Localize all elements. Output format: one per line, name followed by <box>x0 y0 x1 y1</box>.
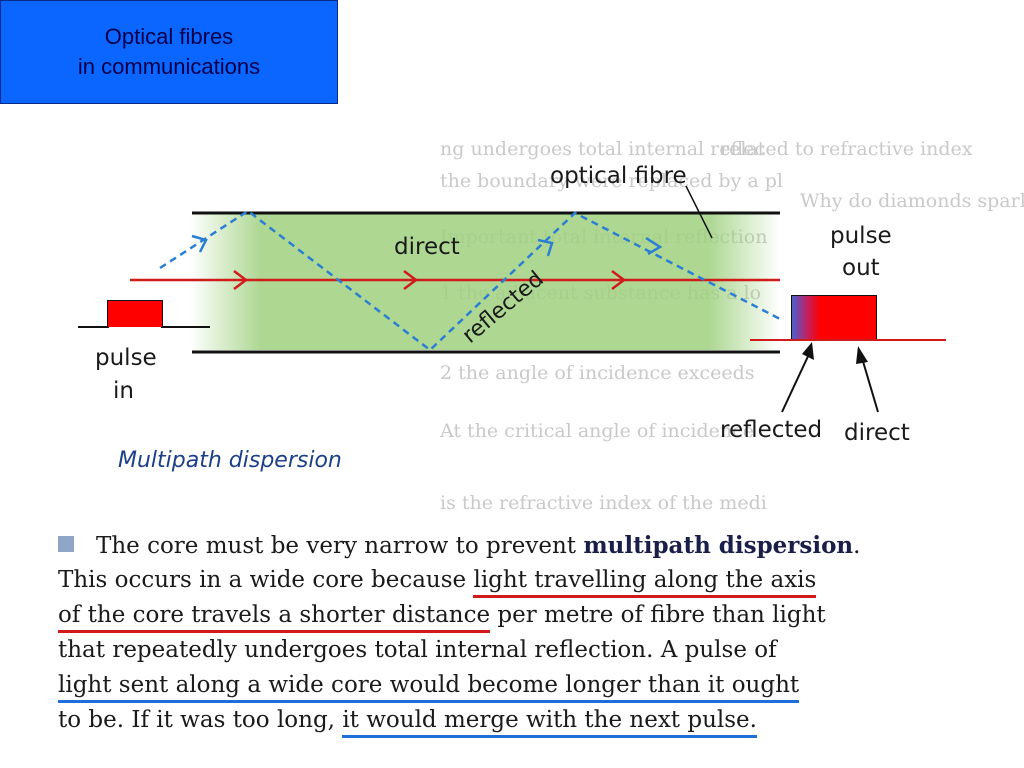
blue-underlined-text: it would merge with the next pulse. <box>342 707 757 738</box>
pulse-out-label-1: pulse <box>830 223 892 249</box>
explanation-paragraph: The core must be very narrow to prevent … <box>58 528 978 738</box>
text-line-2: This occurs in a wide core because light… <box>58 563 978 598</box>
text-line-3: of the core travels a shorter distance p… <box>58 598 978 633</box>
diagram-caption: Multipath dispersion <box>118 448 342 473</box>
direct-ray-label: direct <box>394 234 460 260</box>
optical-fibre-label: optical fibre <box>550 163 687 189</box>
pulse-in-label-2: in <box>113 378 134 404</box>
multipath-dispersion-diagram: optical fibre direct reflected pulse in … <box>78 163 946 473</box>
text-line-5: light sent along a wide core would becom… <box>58 668 978 703</box>
bullet-square-icon <box>58 536 74 552</box>
pulse-in-waveform <box>78 300 210 328</box>
direct-arrow <box>856 346 879 413</box>
pulse-out-label-2: out <box>842 255 880 281</box>
reflected-arrow <box>781 342 814 413</box>
text-line-1: The core must be very narrow to prevent … <box>58 528 978 563</box>
text-line-4: that repeatedly undergoes total internal… <box>58 637 777 663</box>
reflected-arrow-label: reflected <box>720 417 822 443</box>
blue-underlined-text: light sent along a wide core would becom… <box>58 672 800 703</box>
multipath-dispersion-term: multipath dispersion <box>583 532 854 559</box>
red-underlined-text: of the core travels a shorter distance <box>58 602 491 633</box>
direct-arrow-label: direct <box>844 420 910 446</box>
slide-title-line-1: Optical fibres <box>104 24 234 49</box>
direct-ray <box>130 270 780 290</box>
red-underlined-text: light travelling along the axis <box>473 567 817 598</box>
text-line-6: to be. If it was too long, it would merg… <box>58 703 978 738</box>
slide-title-line-2: in communications <box>77 54 261 79</box>
reflected-ray <box>159 209 783 352</box>
slide-title-box: Optical fibres in communications <box>0 0 338 104</box>
pulse-in-label-1: pulse <box>95 345 157 371</box>
pulse-out-waveform <box>750 295 946 341</box>
optical-fibre-pointer <box>685 185 713 239</box>
fibre-core <box>190 214 780 350</box>
